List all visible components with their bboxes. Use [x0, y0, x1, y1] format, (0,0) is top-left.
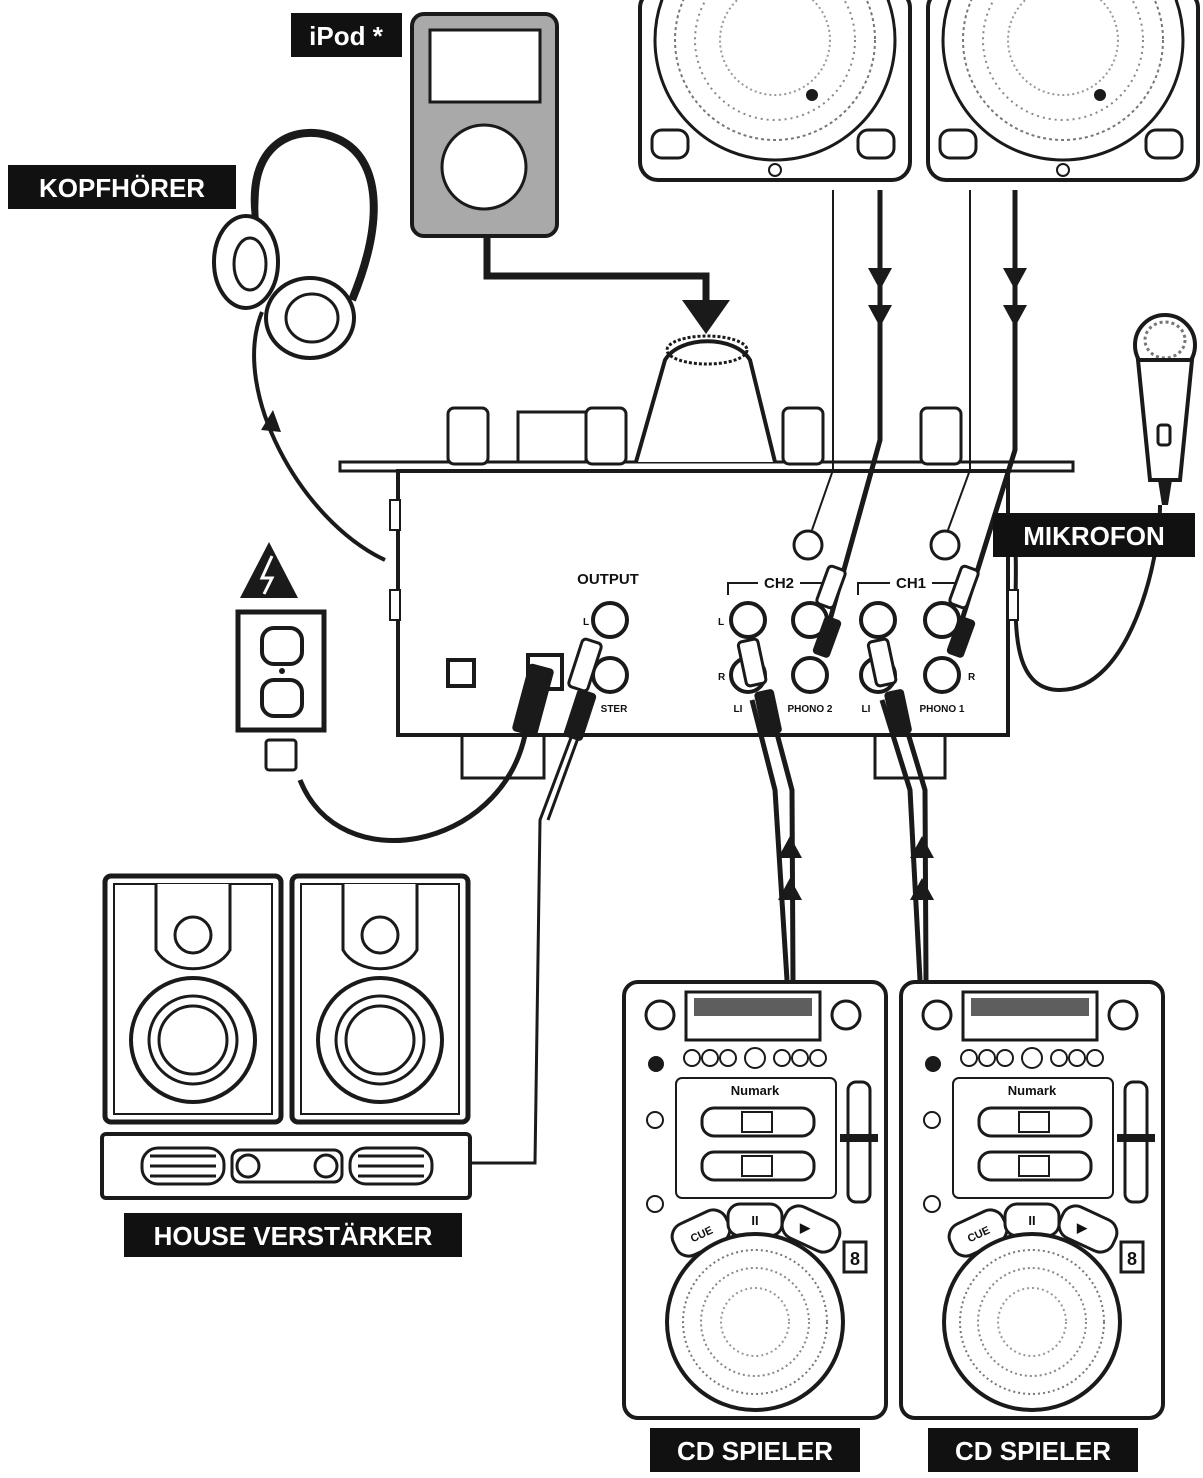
headphones-label: KOPFHÖRER	[39, 173, 205, 203]
turntable-right-arrow-1-icon	[1003, 268, 1027, 290]
output-plugs	[512, 637, 603, 741]
power-cable	[297, 734, 528, 843]
ipod-label-box	[291, 13, 402, 57]
microphone-label-box	[993, 513, 1195, 557]
headphones-label-box	[8, 165, 236, 209]
amplifier-unit	[100, 1132, 472, 1200]
ch1-label: CH1	[896, 575, 926, 592]
turntable-left-arrow-2-icon	[868, 305, 892, 327]
cd-left-arrow-1-icon	[778, 836, 802, 858]
cd-player-right	[899, 980, 1165, 1420]
cd-player-left	[622, 980, 888, 1420]
amplifier-cable-2	[546, 737, 580, 821]
headphones-device	[212, 129, 378, 360]
cd-player-right-label: CD SPIELER	[955, 1436, 1111, 1466]
phono2-label: PHONO 2	[787, 704, 832, 715]
mixer-device	[338, 334, 1075, 780]
ipod-cable	[483, 236, 710, 305]
house-speakers	[102, 873, 471, 1125]
cd-right-play-label: ▶	[1076, 1220, 1088, 1235]
line2-label: LI	[734, 704, 743, 715]
turntable-left-arrow-1-icon	[868, 268, 892, 290]
cd-left-pause-label: II	[751, 1213, 758, 1228]
cd-player-left-label-box	[650, 1428, 860, 1472]
microphone-device	[1133, 313, 1197, 505]
cd-left-digit: 8	[850, 1249, 860, 1269]
cd-left-arrow-2-icon	[778, 878, 802, 900]
turntable-right	[926, 0, 1200, 182]
microphone-label: MIKROFON	[1023, 521, 1165, 551]
cd-player-right-label-box	[928, 1428, 1138, 1472]
cd-right-pause-label: II	[1028, 1213, 1035, 1228]
power-outlet	[235, 542, 327, 772]
ipod-label: iPod *	[309, 21, 384, 51]
headphone-cable-arrow-icon	[261, 410, 281, 432]
cd-right-digit: 8	[1127, 1249, 1137, 1269]
cd-line-plugs	[736, 637, 912, 736]
output-label: OUTPUT	[577, 571, 639, 588]
master-label: STER	[601, 704, 628, 715]
output-l-label: L	[583, 617, 589, 628]
amplifier-cable	[470, 734, 574, 1165]
phono1-label: PHONO 1	[919, 704, 964, 715]
ch2-l-label: L	[718, 617, 724, 628]
amplifier-label: HOUSE VERSTÄRKER	[154, 1221, 433, 1251]
cd-player-left-label: CD SPIELER	[677, 1436, 833, 1466]
cd-left-play-label: ▶	[799, 1220, 811, 1235]
cd-left-brand: Numark	[731, 1083, 780, 1098]
cd-right-brand: Numark	[1008, 1083, 1057, 1098]
cd-right-arrow-1-icon	[910, 836, 934, 858]
cd-cables	[749, 699, 929, 981]
turntable-left	[638, 0, 912, 182]
cd-right-arrow-2-icon	[910, 878, 934, 900]
ipod-device	[410, 12, 559, 238]
turntable-right-arrow-2-icon	[1003, 305, 1027, 327]
ipod-arrow-icon	[682, 300, 730, 334]
ch2-label: CH2	[764, 575, 794, 592]
line1-label: LI	[862, 704, 871, 715]
amplifier-label-box	[124, 1213, 462, 1257]
ch2-r-label: R	[718, 672, 726, 683]
headphone-cable	[252, 311, 386, 562]
ch1-r-label: R	[968, 672, 976, 683]
phono-plugs	[812, 564, 980, 658]
